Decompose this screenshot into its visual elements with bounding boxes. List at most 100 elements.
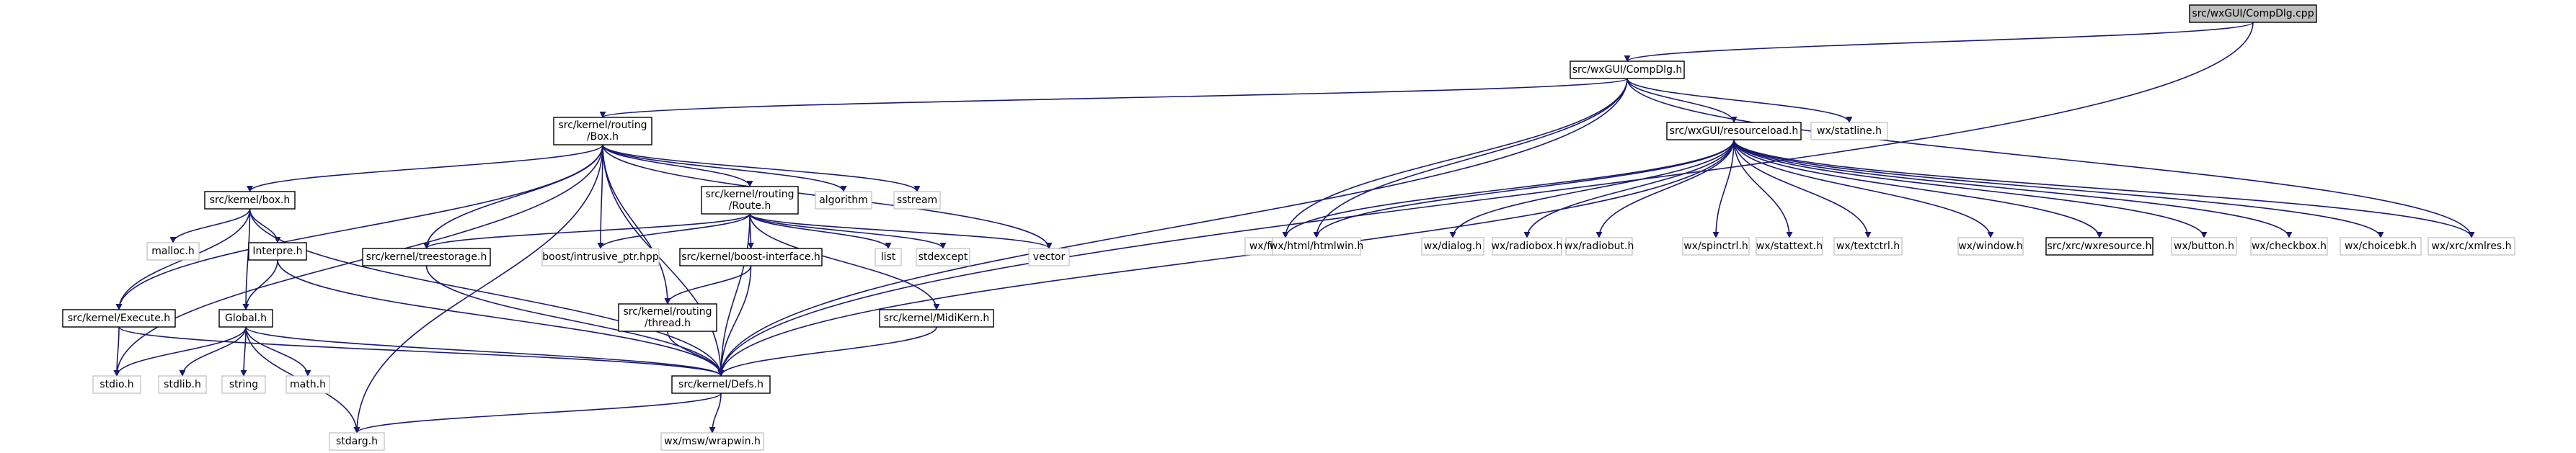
edge-resourceload_h-to-defs_h [717, 139, 1735, 377]
node-box-kbox_h[interactable] [204, 191, 296, 210]
node-box-defs_h[interactable] [671, 375, 771, 394]
node-label-string: string [229, 379, 258, 390]
node-box-compdlg_cpp[interactable] [2189, 4, 2317, 23]
node-box-stdlib_h [158, 375, 207, 394]
edge-midikern_h-to-defs_h [717, 326, 937, 377]
node-execute_h[interactable]: src/kernel/Execute.h [62, 309, 176, 328]
node-label-textctrl_h: wx/textctrl.h [1836, 241, 1900, 252]
edge-kbox_h-to-malloc_h [169, 208, 251, 243]
edge-global_h-to-stdlib_h [179, 326, 247, 377]
node-stdarg_h: stdarg.h [329, 432, 385, 451]
edge-global_h-to-math_h [245, 326, 311, 377]
edge-boost_interface_h-to-defs_h [717, 265, 752, 377]
node-box-boost_interface_h[interactable] [679, 248, 823, 266]
node-wxresource_h[interactable]: src/xrc/wxresource.h [2045, 237, 2154, 256]
edge-execute_h-to-defs_h [118, 326, 725, 377]
edge-compdlg_h-to-statline_h [1626, 78, 1853, 123]
node-label-global_h: Global.h [225, 313, 267, 324]
edge-resourceload_h-to-stattext_h [1733, 139, 1793, 238]
node-box-checkbox_h [2250, 237, 2328, 256]
node-box-stdexcept [916, 248, 970, 266]
node-box_h[interactable]: src/kernel/routing/Box.h [553, 117, 652, 145]
node-stdio_h: stdio.h [92, 375, 141, 394]
node-box-wxresource_h[interactable] [2045, 237, 2154, 256]
node-label-spinctrl_h: wx/spinctrl.h [1683, 241, 1748, 252]
node-box-interpre_h[interactable] [248, 242, 307, 261]
node-kbox_h[interactable]: src/kernel/box.h [204, 191, 296, 210]
node-box-stattext_h [1756, 237, 1823, 256]
edge-route_h-to-treestorage_h [423, 213, 751, 249]
node-box-sstream [893, 191, 941, 210]
node-box-treestorage_h[interactable] [362, 248, 491, 266]
node-box-statline_h [1810, 122, 1888, 140]
node-treestorage_h[interactable]: src/kernel/treestorage.h [362, 248, 491, 266]
node-label-wxresource_h: src/xrc/wxresource.h [2048, 241, 2152, 252]
edge-box_h-to-thread_h [602, 144, 671, 305]
node-box-radiobox_h [1492, 237, 1562, 256]
node-radiobut_h: wx/radiobut.h [1564, 237, 1634, 256]
node-box-box_h[interactable] [553, 117, 652, 145]
node-compdlg_h[interactable]: src/wxGUI/CompDlg.h [1570, 60, 1685, 79]
edge-treestorage_h-to-defs_h [425, 265, 725, 377]
edge-compdlg_cpp-to-compdlg_h [1624, 22, 2254, 62]
node-compdlg_cpp[interactable]: src/wxGUI/CompDlg.cpp [2189, 4, 2317, 23]
node-interpre_h[interactable]: Interpre.h [248, 242, 307, 261]
node-choicebk_h: wx/choicebk.h [2340, 237, 2422, 256]
node-label-sstream: sstream [897, 194, 937, 206]
node-box-thread_h[interactable] [618, 303, 717, 332]
edge-box_h-to-route_h [602, 144, 753, 187]
edge-box_h-to-sstream [602, 144, 921, 192]
node-route_h[interactable]: src/kernel/routing/Route.h [701, 186, 799, 215]
node-box-compdlg_h[interactable] [1570, 60, 1685, 79]
edge-kbox_h-to-global_h [242, 208, 251, 310]
node-label-algorithm: algorithm [819, 194, 868, 206]
node-box-math_h [286, 375, 330, 394]
edge-global_h-to-string [240, 326, 247, 377]
edge-box_h-to-stdio_h [113, 144, 603, 377]
node-label-malloc_h: malloc.h [151, 246, 195, 257]
node-box-dialog_h [1421, 237, 1484, 256]
edge-kbox_h-to-interpre_h [249, 208, 281, 243]
edge-global_h-to-defs_h [245, 326, 725, 377]
node-spinctrl_h: wx/spinctrl.h [1682, 237, 1750, 256]
edge-execute_h-to-stdio_h [113, 326, 120, 377]
edge-resourceload_h-to-window_h [1733, 139, 1994, 238]
edge-resourceload_h-to-button_h [1733, 139, 2208, 238]
edge-resourceload_h-to-xmlres_h [1733, 139, 2475, 238]
node-resourceload_h[interactable]: src/wxGUI/resourceload.h [1666, 122, 1802, 140]
node-box-htmlwin_h [1272, 237, 1361, 256]
node-stdexcept: stdexcept [916, 248, 970, 266]
node-malloc_h: malloc.h [146, 242, 200, 261]
node-boost_interface_h[interactable]: src/kernel/boost-interface.h [679, 248, 823, 266]
node-wrapwin_h: wx/msw/wrapwin.h [660, 432, 764, 451]
edge-resourceload_h-to-dialog_h [1449, 139, 1735, 238]
edge-box_h-to-intrusive_ptr [597, 144, 604, 249]
node-defs_h[interactable]: src/kernel/Defs.h [671, 375, 771, 394]
node-thread_h[interactable]: src/kernel/routing/thread.h [618, 303, 717, 332]
node-label-interpre_h: Interpre.h [252, 246, 302, 257]
edge-global_h-to-stdio_h [113, 326, 247, 377]
node-box-textctrl_h [1833, 237, 1903, 256]
edge-compdlg_h-to-htmlwin_h [1313, 78, 1628, 238]
node-label-kbox_h: src/kernel/box.h [210, 194, 291, 206]
node-label-route_h: /Route.h [729, 200, 771, 212]
node-box-execute_h[interactable] [62, 309, 176, 328]
node-midikern_h[interactable]: src/kernel/MidiKern.h [879, 309, 994, 328]
node-global_h[interactable]: Global.h [218, 309, 273, 328]
file-nodes: src/wxGUI/CompDlg.cpp src/wxGUI/CompDlg.h… [62, 4, 2515, 451]
node-stattext_h: wx/stattext.h [1756, 237, 1823, 256]
node-label-execute_h: src/kernel/Execute.h [68, 313, 170, 324]
node-htmlwin_h: wx/html/htmlwin.h [1270, 237, 1363, 256]
node-label-checkbox_h: wx/checkbox.h [2252, 241, 2327, 252]
edge-thread_h-to-defs_h [667, 331, 725, 377]
node-box-button_h [2171, 237, 2237, 256]
node-box-midikern_h[interactable] [879, 309, 994, 328]
node-box-resourceload_h[interactable] [1666, 122, 1802, 140]
node-label-treestorage_h: src/kernel/treestorage.h [366, 251, 487, 263]
node-box-xmlres_h [2427, 237, 2515, 256]
node-label-math_h: math.h [290, 379, 326, 390]
node-box-route_h[interactable] [701, 186, 799, 215]
node-box-global_h[interactable] [218, 309, 273, 328]
edge-box_h-to-kbox_h [247, 144, 603, 192]
edge-defs_h-to-stdarg_h [353, 393, 722, 434]
